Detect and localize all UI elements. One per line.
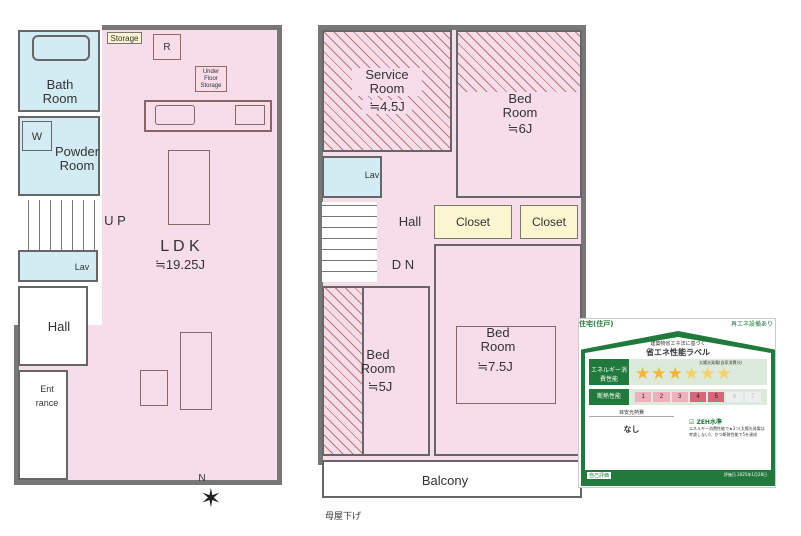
- insulation-level: 5: [708, 392, 725, 402]
- insulation-level: 6: [726, 392, 743, 402]
- compass-icon: ✶: [200, 483, 222, 513]
- bedroom-5j: [362, 286, 430, 456]
- bedroom-6j-label: Bed Room: [502, 91, 538, 120]
- bedroom-7-5j-size: ≒7.5J: [477, 359, 513, 374]
- star-icon: ★: [716, 364, 733, 383]
- service-room-label: Service Room: [352, 68, 422, 96]
- storage: Storage: [107, 32, 142, 44]
- refrigerator: R: [153, 34, 181, 60]
- under-floor-storage: Under Floor Storage: [195, 66, 227, 92]
- cost-value: なし: [623, 425, 640, 434]
- bath-room-label: Bath Room: [42, 77, 78, 106]
- closet-1: Closet: [434, 205, 512, 239]
- housing-type: 住宅(住戸): [579, 320, 614, 328]
- star-icon: ★: [635, 364, 652, 383]
- lavatory-1f-label: Lav: [74, 262, 90, 272]
- closet-2: Closet: [520, 205, 578, 239]
- kitchen-counter: [144, 100, 272, 132]
- sink: [155, 105, 195, 125]
- dining-table: [168, 150, 210, 225]
- coffee-table: [140, 370, 168, 406]
- lavatory-2f-label: Lav: [364, 170, 380, 180]
- label-subtitle: 建築物省エネ法に基づく: [650, 341, 706, 347]
- star-icon: ★: [683, 364, 700, 383]
- zeh-note: エネルギー消費性能で★3つ(太陽光発電は考慮しない)、かつ断熱性能で5を達成: [689, 426, 765, 437]
- bedroom-6j-size: ≒6J: [507, 121, 533, 136]
- bed: [456, 326, 556, 404]
- stairs-2f: [322, 202, 377, 282]
- washer: W: [22, 121, 52, 151]
- star-rating: ★★★★★★: [635, 365, 733, 383]
- renewable-badge: 再エネ設備あり: [730, 321, 773, 328]
- hall-1f: [18, 286, 88, 366]
- north-label: N: [198, 473, 206, 484]
- roof-note: 母屋下げ: [324, 512, 361, 522]
- star-icon: ★: [667, 364, 684, 383]
- bedroom-5j-label: Bed Room: [360, 347, 396, 376]
- insulation-level: 1: [635, 392, 652, 402]
- energy-stars: 太陽光発電(自家消費)分 ★★★★★★: [629, 359, 767, 385]
- star-icon: ★: [700, 364, 717, 383]
- bedroom-6j: [456, 30, 582, 198]
- dn-label: D N: [391, 257, 415, 272]
- bathtub: [32, 35, 90, 61]
- service-room-size: ≒4.5J: [362, 100, 412, 114]
- entrance: [18, 370, 68, 480]
- bedroom-5j-size: ≒5J: [367, 379, 393, 394]
- entrance-label: Ent rance: [35, 384, 59, 408]
- insulation-level: 3: [671, 392, 688, 402]
- stairs: [18, 200, 98, 250]
- bedroom-7-5j-label: Bed Room: [480, 325, 516, 354]
- eval-date: 評価日 2025年1月28日: [723, 472, 767, 477]
- powder-room-label: Powder Room: [54, 144, 100, 173]
- balcony-label: Balcony: [421, 473, 469, 488]
- up-label: U P: [104, 213, 126, 228]
- star-icon: ★: [651, 364, 668, 383]
- zeh-check: ☑ ZEH水準: [689, 419, 722, 426]
- sofa: [180, 332, 212, 410]
- stove: [235, 105, 265, 125]
- powder-room: [18, 116, 100, 196]
- energy-label: 住宅(住戸) 再エネ設備あり 建築物省エネ法に基づく 省エネ性能ラベル エネルギ…: [578, 318, 776, 488]
- insulation-level: 2: [653, 392, 670, 402]
- lavatory-1f: [18, 250, 98, 282]
- ldk-label: L D K: [160, 238, 200, 255]
- bath-room: [18, 30, 100, 112]
- insulation-level: 7: [744, 392, 761, 402]
- self-eval-badge: 自己評価: [587, 472, 612, 479]
- cost-title: 目安光熱費: [589, 409, 674, 417]
- label-title: 省エネ性能ラベル: [646, 348, 710, 357]
- energy-heading: エネルギー消費性能: [589, 359, 629, 385]
- insulation-heading: 断熱性能: [589, 389, 629, 405]
- zeh-label: ZEH水準: [696, 419, 722, 426]
- lavatory-2f: [322, 156, 382, 198]
- ldk-size: ≒19.25J: [155, 257, 205, 272]
- balcony: [322, 460, 582, 498]
- hall-1f-label: Hall: [47, 319, 71, 334]
- solar-note: 太陽光発電(自家消費)分: [699, 360, 743, 365]
- hall-2f-label: Hall: [398, 214, 422, 229]
- insulation-level: 4: [689, 392, 707, 402]
